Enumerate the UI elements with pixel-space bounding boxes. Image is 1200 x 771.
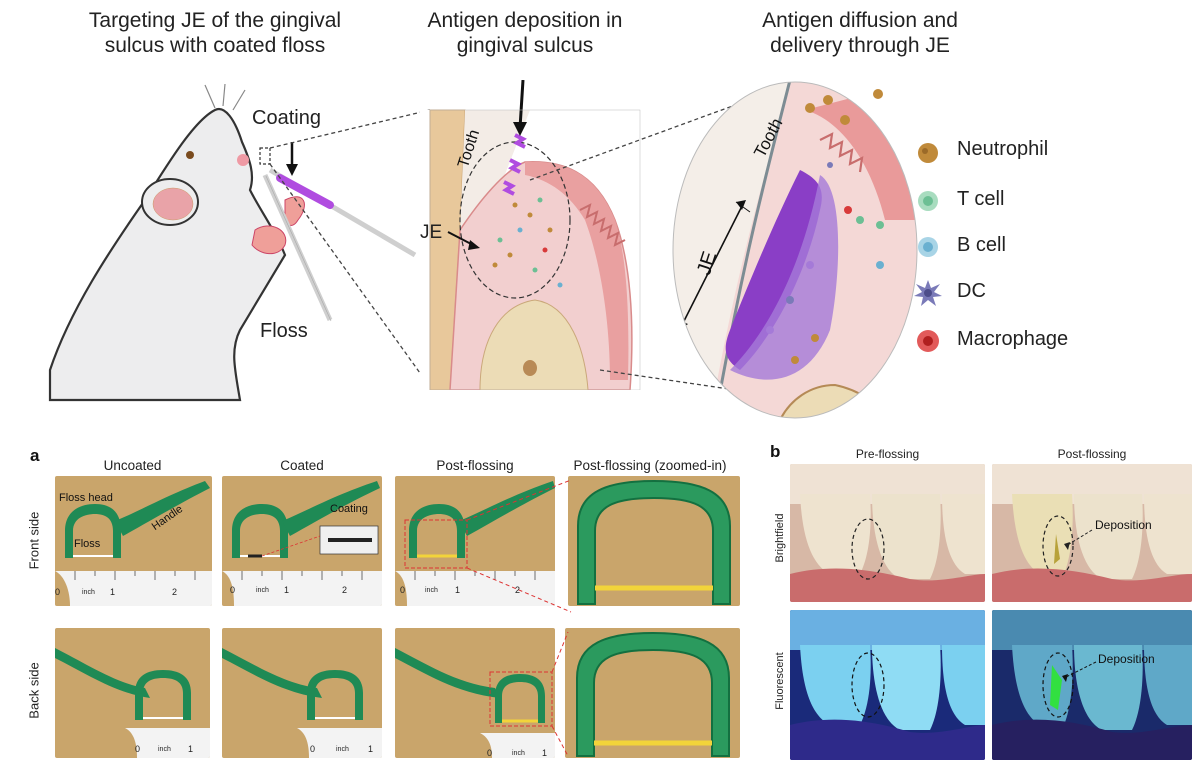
- label-floss: Floss: [260, 320, 308, 342]
- row-front-side: Front side: [26, 511, 42, 570]
- ruler-1-b: 1: [284, 585, 290, 595]
- photo-front-post: [395, 476, 555, 606]
- photo-front-coated: [222, 476, 382, 606]
- legend: Neutrophil T cell B cell DC Macrophage: [914, 132, 1115, 362]
- row-back-side: Back side: [26, 662, 42, 719]
- ruler-inch-e: inch: [336, 746, 349, 753]
- legend-b-cell: B cell: [957, 234, 1006, 256]
- photo-brightfield-pre: [790, 464, 985, 602]
- panel-a-letter: a: [30, 446, 40, 465]
- antigen-je-band: [725, 170, 822, 370]
- ruler-1-d: 1: [188, 744, 194, 754]
- ruler-inch-c: inch: [425, 587, 438, 594]
- label-coating: Coating: [252, 107, 321, 129]
- header-diffusion: Antigen diffusion and delivery through J…: [762, 9, 958, 57]
- photo-fluorescent-post: [992, 610, 1192, 760]
- col-post-flossing: Post-flossing: [436, 458, 514, 473]
- label-je-sulcus: JE: [420, 222, 443, 243]
- row-brightfield: Brightfield: [774, 513, 786, 563]
- je-diffusion-diagram: [672, 81, 918, 419]
- ruler-inch-f: inch: [512, 750, 525, 757]
- photo-brightfield-post: [992, 464, 1192, 602]
- photo-back-zoomed: [565, 628, 740, 758]
- legend-macrophage: Macrophage: [957, 328, 1069, 350]
- coating-band: [276, 174, 334, 209]
- ruler-2-a: 2: [172, 587, 178, 597]
- annot-floss-head: Floss head: [59, 492, 113, 504]
- ruler-0-a: 0: [55, 587, 61, 597]
- ruler-2-b: 2: [342, 585, 348, 595]
- header-targeting: Targeting JE of the gingival sulcus with…: [88, 9, 342, 57]
- annot-coating: Coating: [330, 503, 368, 515]
- ruler-0-e: 0: [310, 744, 316, 754]
- legend-neutrophil: Neutrophil: [957, 138, 1049, 160]
- legend-dc: DC: [957, 280, 986, 302]
- sulcus-diagram: [420, 80, 650, 390]
- col-coated: Coated: [280, 458, 324, 473]
- ruler-0-b: 0: [230, 585, 236, 595]
- legend-t-cell: T cell: [957, 188, 1005, 210]
- mouse-eye: [186, 151, 194, 159]
- photo-back-coated: [222, 628, 382, 758]
- ruler-0-f: 0: [487, 748, 493, 758]
- photo-back-post: [395, 628, 555, 758]
- ruler-inch-b: inch: [256, 587, 269, 594]
- ruler-inch-a: inch: [82, 589, 95, 596]
- neutrophil-icon: [918, 143, 938, 163]
- header-deposition: Antigen deposition in gingival sulcus: [427, 9, 623, 57]
- ruler-0-c: 0: [400, 585, 406, 595]
- col-post-flossing-b: Post-flossing: [1057, 447, 1127, 461]
- photo-fluorescent-pre: [790, 610, 985, 760]
- panel-b-letter: b: [770, 442, 781, 461]
- ruler-2-c: 2: [515, 585, 521, 595]
- ruler-1-c: 1: [455, 585, 461, 595]
- b-cell-icon: [918, 237, 938, 257]
- deposition-label-fluor: Deposition: [1098, 652, 1155, 666]
- row-fluorescent: Fluorescent: [774, 652, 786, 710]
- deposition-label-bright: Deposition: [1095, 518, 1152, 532]
- ruler-inch-d: inch: [158, 746, 171, 753]
- ruler-0-d: 0: [135, 744, 141, 754]
- mouse-body: [48, 107, 287, 402]
- col-uncoated: Uncoated: [103, 458, 162, 473]
- photo-front-uncoated: [55, 476, 212, 606]
- ruler-1-e: 1: [368, 744, 374, 754]
- photo-front-zoomed: [568, 476, 740, 606]
- t-cell-icon: [918, 191, 938, 211]
- ruler-1-f: 1: [542, 748, 548, 758]
- annot-floss: Floss: [74, 538, 101, 550]
- dc-icon: [914, 280, 942, 306]
- col-post-flossing-zoomed: Post-flossing (zoomed-in): [573, 458, 727, 473]
- ruler-1-a: 1: [110, 587, 116, 597]
- col-pre-flossing: Pre-flossing: [855, 447, 920, 461]
- macrophage-icon: [917, 330, 939, 352]
- photo-back-uncoated: [55, 628, 210, 758]
- mouse-illustration: [48, 83, 430, 402]
- mouse-paw-lower: [251, 225, 287, 255]
